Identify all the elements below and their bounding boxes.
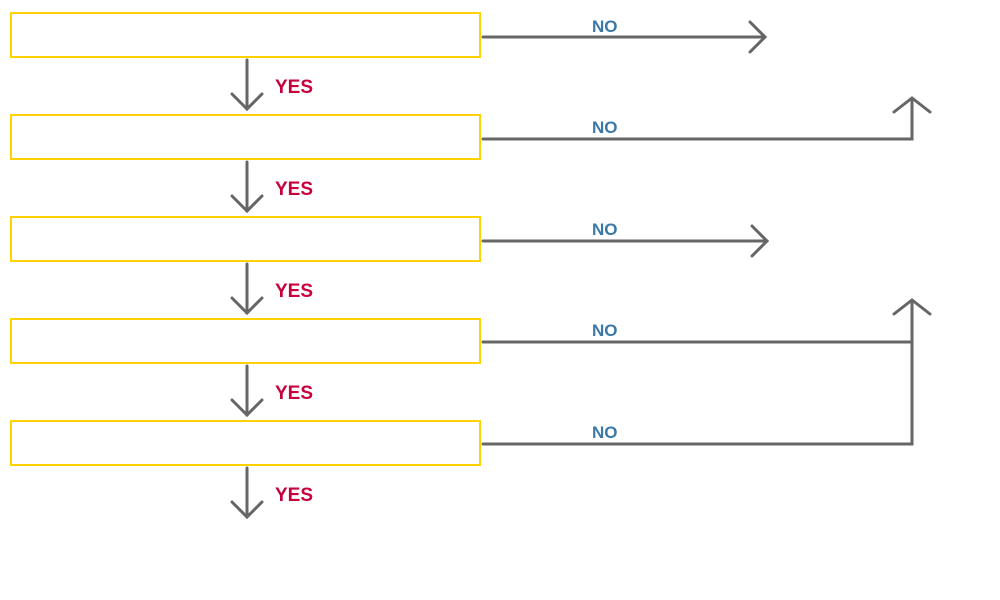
process-box-2: [10, 114, 481, 160]
no-label-1: NO: [592, 17, 618, 36]
no-label-3: NO: [592, 220, 618, 239]
yes-arrow-2: [230, 160, 264, 214]
no-arrow-3: [481, 224, 770, 258]
yes-label-2: YES: [275, 179, 314, 200]
no-arrow-2: [481, 96, 932, 141]
yes-label-3: YES: [275, 281, 314, 302]
no-label-5: NO: [592, 423, 618, 442]
yes-arrow-1: [230, 58, 264, 112]
process-box-4: [10, 318, 481, 364]
no-label-2: NO: [592, 118, 618, 137]
yes-arrow-3: [230, 262, 264, 316]
yes-label-4: YES: [275, 383, 314, 404]
yes-label-1: YES: [275, 77, 314, 98]
process-box-1: [10, 12, 481, 58]
no-label-4: NO: [592, 321, 618, 340]
no-arrow-1: [481, 20, 768, 54]
process-box-3: [10, 216, 481, 262]
yes-arrow-5: [230, 466, 264, 520]
no-arrow-5: [481, 298, 932, 446]
yes-label-5: YES: [275, 485, 314, 506]
process-box-5: [10, 420, 481, 466]
yes-arrow-4: [230, 364, 264, 418]
